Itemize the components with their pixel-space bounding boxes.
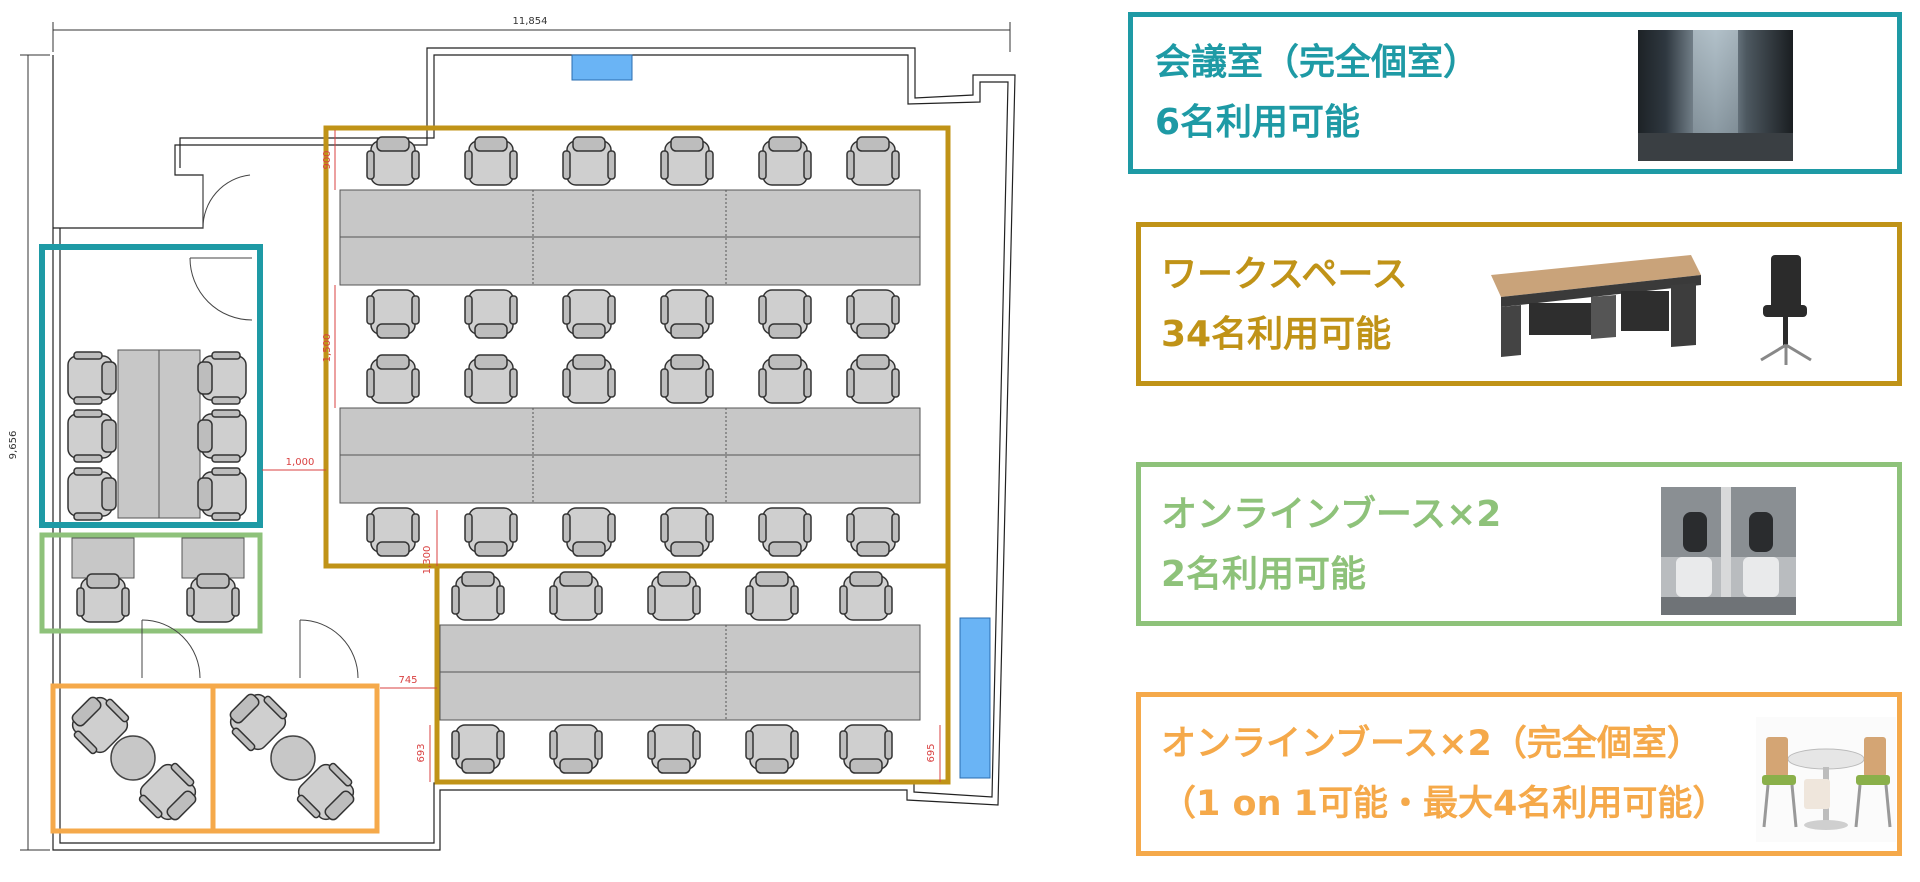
legend-workspace-line1: ワークスペース — [1161, 254, 1408, 295]
window-top — [571, 54, 633, 81]
dim-1500: 1,500 — [322, 334, 333, 363]
window-right — [959, 617, 991, 779]
legend-online-booth-private-line2: （1 on 1可能・最大4名利用可能） — [1161, 784, 1728, 824]
round-table-and-chairs-photo — [1756, 717, 1896, 842]
overall-dimensions — [20, 22, 1011, 851]
red-dimension-lines — [262, 130, 941, 782]
dim-900: 900 — [322, 150, 333, 169]
legend-online-booth-private-line1: オンラインブース×2（完全個室） — [1161, 724, 1702, 764]
legend-online-booth: オンラインブース×2 2名利用可能 — [1136, 462, 1902, 626]
meeting-room-outline — [39, 244, 263, 528]
online-booth-outline — [39, 532, 263, 634]
meeting-room-table — [117, 349, 201, 519]
outer-walls — [52, 47, 1016, 851]
legend-online-booth-line2: 2名利用可能 — [1161, 554, 1367, 595]
legend-workspace: ワークスペース 34名利用可能 — [1136, 222, 1902, 386]
legend-workspace-line2: 34名利用可能 — [1161, 314, 1392, 355]
dim-total-height: 9,656 — [8, 431, 19, 460]
legend-meeting-room-line1: 会議室（完全個室） — [1155, 42, 1480, 83]
floor-plan: 11,854 9,656 — [8, 16, 1016, 851]
legend-online-booth-private: オンラインブース×2（完全個室） （1 on 1可能・最大4名利用可能） — [1136, 692, 1902, 856]
dim-745: 745 — [398, 675, 417, 686]
legend-online-booth-line1: オンラインブース×2 — [1161, 494, 1502, 535]
private-office-corridor-photo — [1638, 30, 1793, 161]
dim-aisle-1000: 1,000 — [286, 457, 315, 468]
entry-door — [202, 174, 251, 229]
private-booth-furniture — [62, 684, 364, 830]
legend-meeting-room: 会議室（完全個室） 6名利用可能 — [1128, 12, 1902, 174]
desk-and-office-chair-photo — [1491, 255, 1812, 365]
dim-total-width: 11,854 — [513, 16, 548, 27]
meeting-room-door — [189, 257, 253, 321]
workspace-outline — [323, 125, 951, 785]
legend-meeting-room-line2: 6名利用可能 — [1155, 102, 1361, 143]
dim-693: 693 — [416, 743, 427, 762]
private-booth-doors — [141, 619, 359, 679]
workspace-desks — [339, 189, 921, 721]
phone-booth-photo — [1661, 487, 1796, 615]
online-booth-desks — [71, 537, 245, 623]
dim-aisle-1300: 1,300 — [422, 546, 433, 575]
dim-695: 695 — [926, 743, 937, 762]
